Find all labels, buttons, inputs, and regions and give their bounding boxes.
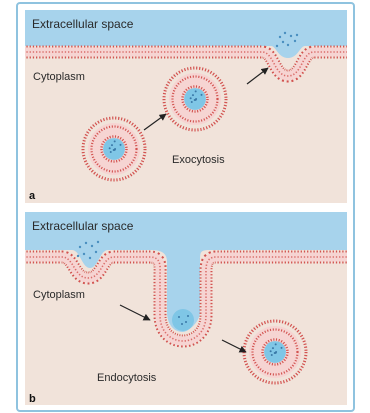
panel-a: Extracellular space Cytoplasm Exocytosis… <box>20 10 355 203</box>
panel-a-process-label: Exocytosis <box>172 154 225 166</box>
panel-a-cytoplasm-label: Cytoplasm <box>33 71 85 83</box>
panel-b: Extracellular space Cytoplasm Endocytosi… <box>20 212 355 405</box>
panel-b-process-label: Endocytosis <box>97 372 157 384</box>
panel-b-pocket-cargo <box>172 309 194 331</box>
panel-b-letter: b <box>29 393 36 405</box>
panel-a-extracellular-label: Extracellular space <box>32 17 134 31</box>
panel-b-extracellular-label: Extracellular space <box>32 219 134 233</box>
panel-b-cytoplasm-label: Cytoplasm <box>33 289 85 301</box>
panel-a-letter: a <box>29 190 36 202</box>
